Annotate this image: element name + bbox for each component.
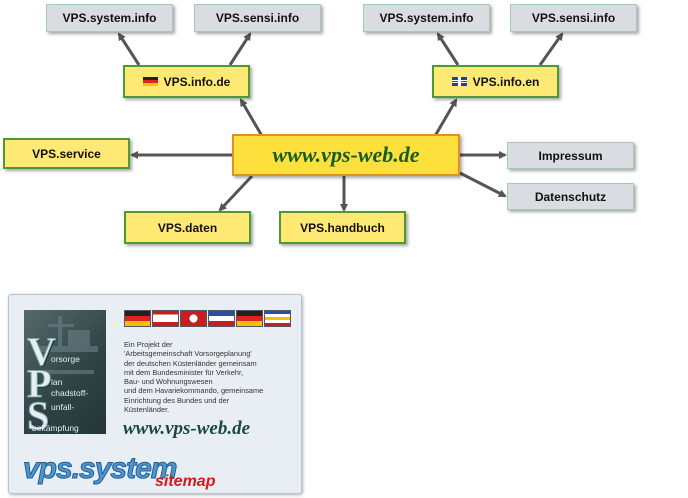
logo-word-plan: lan xyxy=(51,377,63,387)
card-url-link[interactable]: www.vps-web.de xyxy=(123,418,251,439)
node-label: Datenschutz xyxy=(534,189,607,204)
link-center-to-datenschutz xyxy=(459,171,507,198)
node-en-sensi-info[interactable]: VPS.sensi.info xyxy=(510,4,637,32)
logo-letter-v: V xyxy=(27,329,57,375)
logo-letter-s: S xyxy=(26,393,50,435)
logo-word-unfall: unfall- xyxy=(51,402,75,412)
logo-word-bekaempfung: bekämpfung xyxy=(32,423,79,433)
logo-word-schadstoff: chadstoff- xyxy=(51,388,89,398)
uk-flag-icon xyxy=(451,77,467,86)
node-handbuch[interactable]: VPS.handbuch xyxy=(279,211,406,244)
german-flag-icon xyxy=(142,77,158,86)
link-info-de-to-sensi xyxy=(228,32,252,66)
node-daten[interactable]: VPS.daten xyxy=(124,211,251,244)
node-de-sensi-info[interactable]: VPS.sensi.info xyxy=(194,4,321,32)
project-description: Ein Projekt der 'Arbeitsgemeinschaft Vor… xyxy=(124,340,299,414)
ship-silhouette-icon xyxy=(34,316,98,374)
node-label: VPS.system.info xyxy=(379,11,474,25)
node-de-system-info[interactable]: VPS.system.info xyxy=(46,4,173,32)
description-line: der deutschen Küstenländer gemeinsam xyxy=(124,358,257,368)
description-line: Ein Projekt der xyxy=(124,340,173,349)
vps-logo: V orsorge P lan chadstoff- S unfall- bek… xyxy=(24,310,106,434)
germany-flag-icon xyxy=(124,310,151,327)
link-center-to-info-de xyxy=(239,98,264,137)
node-label: VPS.system.info xyxy=(62,11,157,25)
description-line: mit dem Bundesminister für Verkehr, xyxy=(124,367,244,377)
schleswig-holstein-flag-icon xyxy=(208,310,235,327)
logo-letter-p: P xyxy=(26,361,52,407)
project-info-card: V orsorge P lan chadstoff- S unfall- bek… xyxy=(8,294,302,494)
center-label: www.vps-web.de xyxy=(272,142,420,167)
node-service[interactable]: VPS.service xyxy=(3,138,130,169)
node-label: VPS.sensi.info xyxy=(531,11,616,25)
node-label: VPS.info.en xyxy=(472,74,540,89)
link-center-to-info-en xyxy=(433,98,458,137)
description-line: Küstenländer. xyxy=(124,405,170,415)
sitemap-label: sitemap xyxy=(155,473,216,490)
node-en-system-info[interactable]: VPS.system.info xyxy=(363,4,490,32)
link-info-en-to-system xyxy=(436,32,460,66)
niedersachsen-flag-icon xyxy=(236,310,263,327)
coastal-states-flags xyxy=(124,310,292,328)
description-line: 'Arbeitsgemeinschaft Vorsorgeplanung' xyxy=(124,349,252,359)
link-center-to-daten xyxy=(218,174,254,212)
node-impressum[interactable]: Impressum xyxy=(507,142,634,169)
description-line: Bau- und Wohnungswesen xyxy=(124,377,213,387)
logo-word-vorsorge: orsorge xyxy=(51,354,80,364)
description-line: und dem Havariekommando, gemeinsame xyxy=(124,386,264,396)
description-line: Einrichtung des Bundes und der xyxy=(124,395,230,405)
node-label: VPS.info.de xyxy=(163,74,231,89)
node-label: VPS.daten xyxy=(157,220,218,235)
hamburg-flag-icon xyxy=(180,310,207,327)
bremen-flag-icon xyxy=(152,310,179,327)
link-info-de-to-system xyxy=(117,32,141,66)
node-label: Impressum xyxy=(538,148,603,163)
node-datenschutz[interactable]: Datenschutz xyxy=(507,183,634,210)
node-label: VPS.service xyxy=(32,146,101,161)
node-label: VPS.sensi.info xyxy=(215,11,300,25)
mecklenburg-vorpommern-flag-icon xyxy=(264,310,291,327)
node-center-home[interactable]: www.vps-web.de xyxy=(232,134,460,176)
node-info-de[interactable]: VPS.info.de xyxy=(123,65,250,98)
vps-system-brand: vps.system xyxy=(22,452,177,486)
link-info-en-to-sensi xyxy=(538,32,564,66)
node-label: VPS.handbuch xyxy=(300,220,385,235)
node-info-en[interactable]: VPS.info.en xyxy=(432,65,559,98)
